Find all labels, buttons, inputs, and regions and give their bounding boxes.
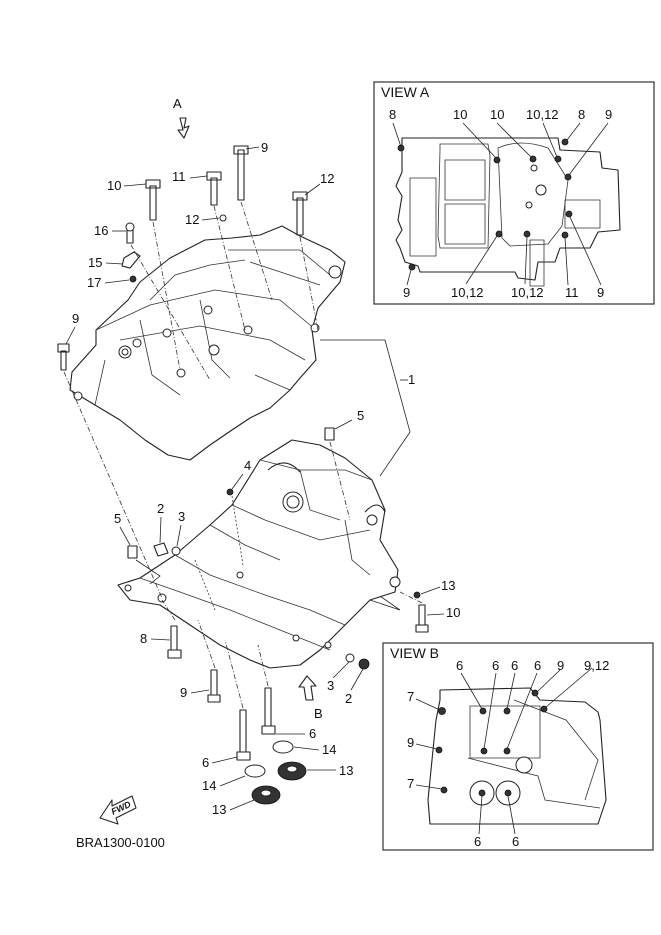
- view-a-title: VIEW A: [381, 84, 430, 100]
- view-b-label: 9,12: [584, 658, 609, 673]
- view-a-label: 9: [605, 107, 612, 122]
- view-b-label: 7: [407, 776, 414, 791]
- view-b-label: 7: [407, 689, 414, 704]
- view-a-label: 8: [578, 107, 585, 122]
- view-a-label: 10,12: [526, 107, 559, 122]
- callout-15: 15: [88, 255, 102, 270]
- bolts: [57, 145, 429, 805]
- view-a-label: 10: [453, 107, 467, 122]
- callout-14: 14: [202, 778, 216, 793]
- callout-3: 3: [178, 509, 185, 524]
- fwd-arrow: FWD: [99, 795, 137, 825]
- callout-11: 12: [320, 171, 334, 186]
- callout-13: 13: [212, 802, 226, 817]
- callout-7: 8: [140, 631, 147, 646]
- view-b-label: 6: [512, 834, 519, 849]
- callout-8: 9: [72, 311, 79, 326]
- callout-9: 9: [261, 140, 268, 155]
- view-b-label: 6: [511, 658, 518, 673]
- callout-4: 4: [244, 458, 251, 473]
- callout-10: 11: [172, 169, 186, 184]
- callout-12: 13: [441, 578, 455, 593]
- callout-10: 10: [107, 178, 121, 193]
- alignment-lines: [63, 201, 423, 709]
- callout-5: 5: [357, 408, 364, 423]
- callout-3: 3: [327, 678, 334, 693]
- view-b-title: VIEW B: [390, 645, 439, 661]
- fwd-label: FWD: [110, 799, 133, 817]
- view-a-inset: VIEW A 8 10 10 10,12 8: [373, 81, 655, 305]
- lower-crankcase: [117, 439, 401, 669]
- callout-13: 13: [339, 763, 353, 778]
- view-b-label: 6: [456, 658, 463, 673]
- callout-1: 1: [408, 372, 415, 387]
- view-b-label: 9: [407, 735, 414, 750]
- view-b-label: 6: [534, 658, 541, 673]
- arrow-a-label: A: [173, 96, 182, 111]
- drawing-code: BRA1300-0100: [76, 835, 165, 850]
- view-b-label: 9: [557, 658, 564, 673]
- callout-6: 6: [202, 755, 209, 770]
- view-a-label: 9: [597, 285, 604, 300]
- callout-16: 16: [94, 223, 108, 238]
- callout-2: 2: [157, 501, 164, 516]
- callouts: 9 10 11 12 12 16 15 17 9 1 5 4 2 3 5 13 …: [65, 140, 460, 817]
- view-b-label: 6: [492, 658, 499, 673]
- upper-crankcase: [69, 225, 346, 461]
- view-a-frame: [373, 81, 655, 305]
- callout-2: 2: [345, 691, 352, 706]
- callout-9: 9: [180, 685, 187, 700]
- view-b-frame: [382, 642, 654, 851]
- part-1-bracket: [320, 339, 411, 477]
- view-b-label: 6: [474, 834, 481, 849]
- callout-9: 10: [446, 605, 460, 620]
- callout-12: 12: [185, 212, 199, 227]
- view-a-label: 9: [403, 285, 410, 300]
- view-a-label: 10,12: [451, 285, 484, 300]
- view-a-label: 11: [565, 285, 579, 300]
- callout-5: 5: [114, 511, 121, 526]
- view-a-label: 10: [490, 107, 504, 122]
- view-a-label: 10,12: [511, 285, 544, 300]
- arrow-b-label: B: [314, 706, 323, 721]
- view-a-label: 8: [389, 107, 396, 122]
- callout-17: 17: [87, 275, 101, 290]
- callout-6: 6: [309, 726, 316, 741]
- callout-14: 14: [322, 742, 336, 757]
- view-b-arrow: B: [298, 675, 323, 721]
- view-b-inset: VIEW B 6 6 6 6 9 9,12 7 9 7 6 6: [382, 642, 654, 851]
- view-a-arrow: A: [173, 96, 190, 139]
